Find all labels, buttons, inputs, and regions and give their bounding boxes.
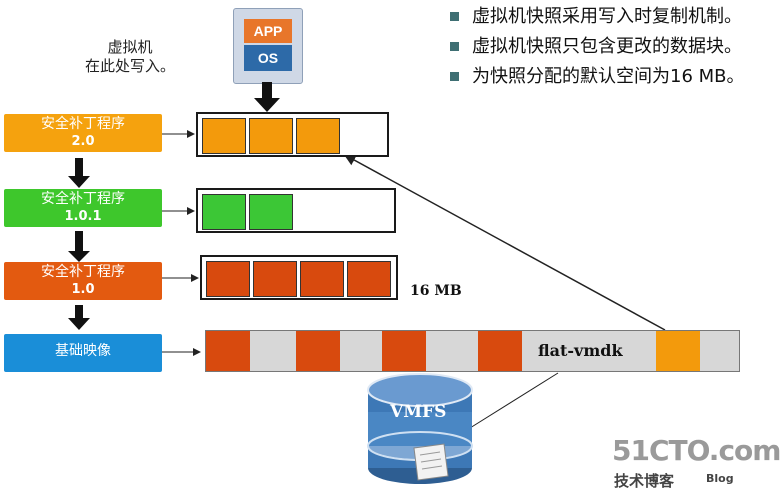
snapshot-bar-1-0 [200,255,398,300]
flat-vmdk-bar [205,330,740,372]
size-label: 16 MB [410,283,462,299]
write-note-line2: 在此处写入。 [84,57,175,75]
copy-on-write-arrow [343,154,666,331]
app-down-arrow [254,82,280,112]
bullet-text: 虚拟机快照只包含更改的数据块。 [472,36,742,57]
flat-data-block [296,331,340,371]
level-patch-2-0: 安全补丁程序 2.0 [4,114,162,152]
square-bullet-icon [450,42,459,51]
level-patch-1-0: 安全补丁程序 1.0 [4,262,162,300]
bullet-text: 虚拟机快照采用写入时复制机制。 [472,6,742,27]
level-label: 基础映像 [55,343,111,359]
watermark-blog: Blog [706,472,734,485]
flat-vmdk-label: flat-vmdk [538,341,623,360]
data-block [296,118,340,154]
level-arrow-3 [68,305,90,330]
vmfs-label: VMFS [390,402,447,422]
flat-data-block [656,331,700,371]
bullet-list: 虚拟机快照采用写入时复制机制。 虚拟机快照只包含更改的数据块。 为快照分配的默认… [448,6,748,96]
os-label: OS [244,45,292,71]
data-block [206,261,250,297]
flat-data-block [206,331,250,371]
data-block [253,261,297,297]
level-label: 安全补丁程序 [41,191,125,207]
square-bullet-icon [450,12,459,21]
watermark-logo: 51CTO.com [612,434,780,467]
vmfs-link-line [469,372,559,429]
data-block [300,261,344,297]
bullet-item: 虚拟机快照采用写入时复制机制。 [448,6,748,28]
level-base-image: 基础映像 [4,334,162,372]
flat-data-block [478,331,522,371]
level-label: 安全补丁程序 [41,116,125,132]
app-os-icon: APP OS [233,8,303,84]
write-note-line1: 虚拟机 [107,38,153,56]
connector-layer [68,82,666,484]
level-version: 2.0 [71,134,95,149]
level-label: 安全补丁程序 [41,264,125,280]
level-arrow-1 [68,158,90,188]
watermark-sub: 技术博客 [614,472,675,490]
level-version: 1.0 [71,282,95,297]
bullet-item: 为快照分配的默认空间为16 MB。 [448,66,748,88]
bullet-text: 为快照分配的默认空间为16 MB。 [472,66,745,87]
data-block [202,194,246,230]
level-arrow-2 [68,231,90,262]
vmfs-database-icon [367,373,473,484]
level-version: 1.0.1 [64,209,102,224]
data-block [249,194,293,230]
app-label: APP [244,19,292,43]
bullet-item: 虚拟机快照只包含更改的数据块。 [448,36,748,58]
level-patch-1-0-1: 安全补丁程序 1.0.1 [4,189,162,227]
flat-data-block [382,331,426,371]
snapshot-bar-1-0-1 [196,188,396,233]
data-block [249,118,293,154]
square-bullet-icon [450,72,459,81]
snapshot-bar-2-0 [196,112,389,157]
data-block [347,261,391,297]
data-block [202,118,246,154]
write-note: 虚拟机 在此处写入。 [60,38,200,76]
